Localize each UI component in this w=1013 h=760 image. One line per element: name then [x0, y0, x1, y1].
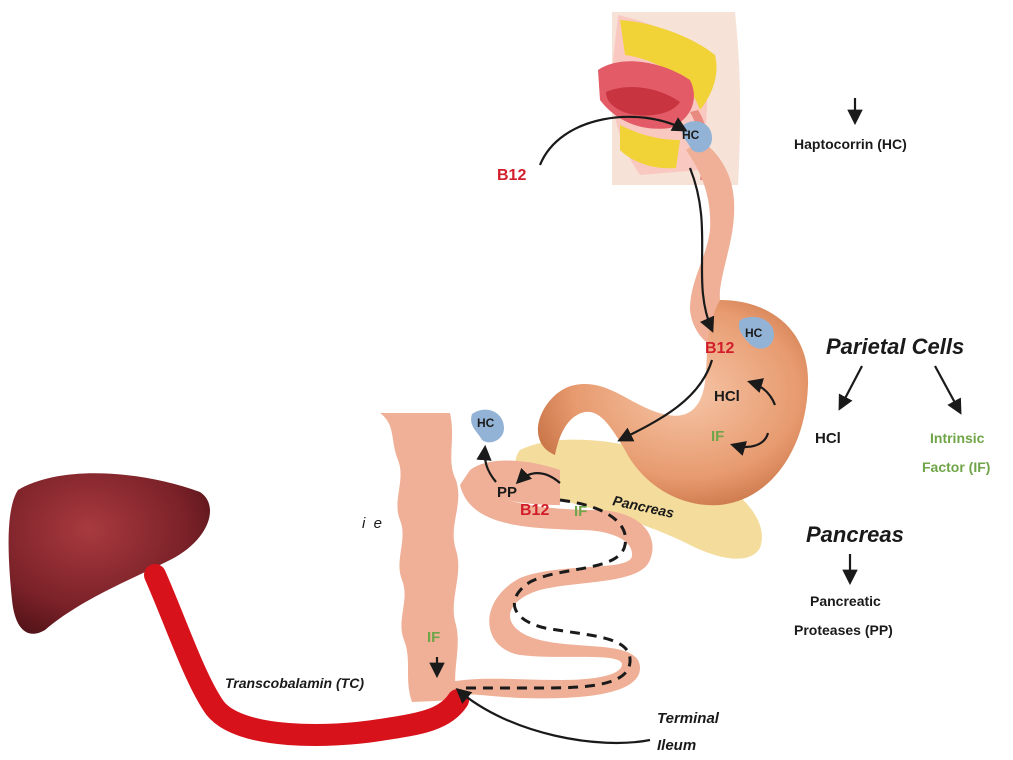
intrinsic-factor-line2: Factor (IF) [922, 459, 990, 475]
hc-label-stomach: HC [745, 326, 763, 340]
b12-label-mouth: B12 [497, 167, 526, 184]
b12-label-duodenum: B12 [520, 502, 549, 519]
haptocorrin-label: Haptocorrin (HC) [794, 136, 907, 152]
terminal-ileum-line1: Terminal [657, 710, 720, 727]
pp-label: PP [497, 484, 517, 501]
transcobalamin-label: Transcobalamin (TC) [225, 675, 364, 691]
large-intestine [380, 413, 458, 702]
pancreas-heading: Pancreas [806, 522, 904, 547]
parietal-cells-heading: Parietal Cells [826, 334, 964, 359]
pancreatic-proteases-line1: Pancreatic [810, 593, 881, 609]
if-label-duodenum: IF [574, 503, 587, 520]
intrinsic-factor-line1: Intrinsic [930, 430, 985, 446]
if-label-stomach: IF [711, 428, 724, 445]
hc-label-mouth: HC [682, 128, 700, 142]
hc-label-free: HC [477, 416, 495, 430]
terminal-ileum-line2: Ileum [657, 737, 696, 754]
hcl-label-right: HCl [815, 430, 841, 447]
pancreatic-proteases-line2: Proteases (PP) [794, 622, 893, 638]
b12-label-stomach: B12 [705, 340, 734, 357]
if-label-ileum: IF [427, 629, 440, 646]
hcl-label-stomach: HCl [714, 388, 740, 405]
ie-label: i e [362, 515, 382, 532]
